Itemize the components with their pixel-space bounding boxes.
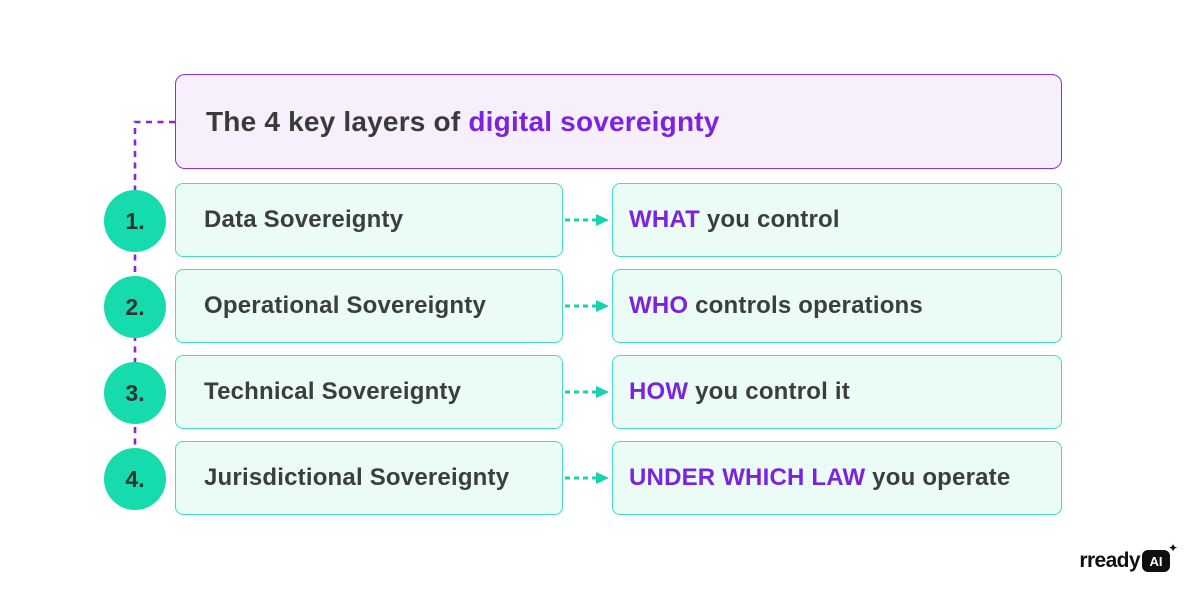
step-badge-1: 1. xyxy=(104,190,166,252)
brand-logo-text: rready xyxy=(1079,549,1140,572)
layer-box-data: Data Sovereignty xyxy=(175,183,563,257)
layer-label: Data Sovereignty xyxy=(204,206,404,233)
meaning-description: you control it xyxy=(688,378,850,405)
meaning-box-what: WHAT you control xyxy=(612,183,1062,257)
meaning-keyword: WHO xyxy=(629,292,689,319)
page-title: The 4 key layers of digital sovereignty xyxy=(206,106,720,138)
brand-logo-ai-badge: AI ✦ xyxy=(1142,541,1178,572)
step-badge-3: 3. xyxy=(104,362,166,424)
meaning-box-who: WHO controls operations xyxy=(612,269,1062,343)
layer-box-technical: Technical Sovereignty xyxy=(175,355,563,429)
title-prefix: The 4 key layers of xyxy=(206,105,469,137)
title-highlight: digital sovereignty xyxy=(468,105,720,137)
arrow-right-icon xyxy=(565,386,609,398)
meaning-keyword: UNDER WHICH LAW xyxy=(629,464,866,491)
layer-box-jurisdictional: Jurisdictional Sovereignty xyxy=(175,441,563,515)
arrow-right-icon xyxy=(565,300,609,312)
title-box: The 4 key layers of digital sovereignty xyxy=(175,74,1062,169)
meaning-keyword: HOW xyxy=(629,378,689,405)
meaning-description: you operate xyxy=(865,464,1011,491)
layer-box-operational: Operational Sovereignty xyxy=(175,269,563,343)
layer-label: Technical Sovereignty xyxy=(204,378,462,405)
meaning-description: you control xyxy=(700,206,840,233)
meaning-box-under-which-law: UNDER WHICH LAW you operate xyxy=(612,441,1062,515)
brand-logo-badge-label: AI xyxy=(1149,553,1163,569)
brand-logo: rready AI ✦ xyxy=(1079,541,1178,573)
meaning-box-how: HOW you control it xyxy=(612,355,1062,429)
layer-label: Jurisdictional Sovereignty xyxy=(204,464,510,491)
step-badge-4: 4. xyxy=(104,448,166,510)
sparkle-icon: ✦ xyxy=(1167,541,1178,555)
layer-label: Operational Sovereignty xyxy=(204,292,487,319)
meaning-description: controls operations xyxy=(688,292,923,319)
meaning-keyword: WHAT xyxy=(629,206,700,233)
arrow-right-icon xyxy=(565,472,609,484)
step-badge-2: 2. xyxy=(104,276,166,338)
arrow-right-icon xyxy=(565,214,609,226)
